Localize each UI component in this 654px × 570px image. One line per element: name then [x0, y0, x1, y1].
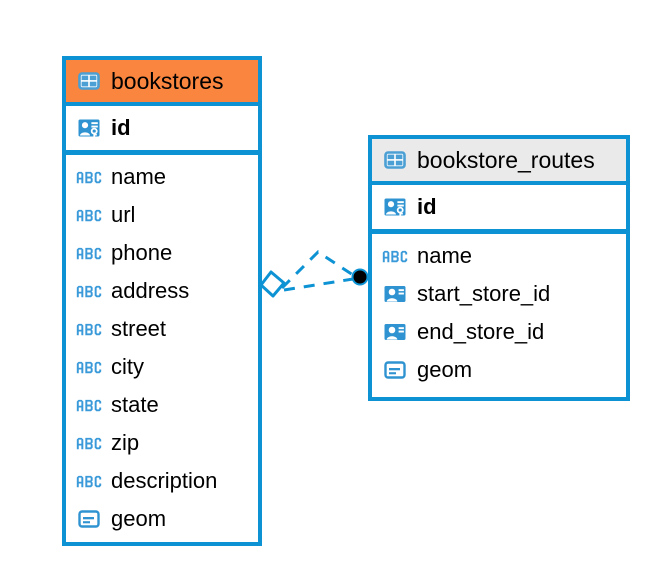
- field-row-address[interactable]: address: [66, 272, 258, 310]
- table-title: bookstores: [111, 67, 224, 94]
- relationship-line-lower: [283, 277, 354, 292]
- field-label: geom: [417, 357, 473, 382]
- geometry-icon: [76, 506, 102, 532]
- filled-circle-marker: [351, 268, 369, 286]
- field-label: phone: [111, 240, 173, 265]
- field-label: description: [111, 468, 218, 493]
- field-row-zip[interactable]: zip: [66, 424, 258, 462]
- field-label: name: [417, 243, 473, 268]
- table-icon: [382, 147, 408, 173]
- field-row-id[interactable]: id: [372, 185, 626, 229]
- abc-text-icon: [76, 392, 102, 418]
- field-list-bookstores: name url: [66, 155, 258, 542]
- table-header-bookstores[interactable]: bookstores: [66, 60, 258, 106]
- field-label: start_store_id: [417, 281, 551, 306]
- field-row-street[interactable]: street: [66, 310, 258, 348]
- table-title: bookstore_routes: [417, 146, 595, 173]
- field-label: zip: [111, 430, 140, 455]
- abc-text-icon: [76, 240, 102, 266]
- field-label: name: [111, 164, 167, 189]
- primary-key-icon: [76, 115, 102, 141]
- field-list-bookstore-routes: name start_store_id: [372, 234, 626, 393]
- field-row-phone[interactable]: phone: [66, 234, 258, 272]
- field-row-end-store-id[interactable]: end_store_id: [372, 313, 626, 351]
- diamond-open-marker: [259, 270, 286, 298]
- abc-text-icon: [76, 278, 102, 304]
- table-header-bookstore-routes[interactable]: bookstore_routes: [372, 139, 626, 185]
- field-row-state[interactable]: state: [66, 386, 258, 424]
- abc-text-icon: [76, 468, 102, 494]
- field-label: end_store_id: [417, 319, 545, 344]
- field-row-description[interactable]: description: [66, 462, 258, 500]
- abc-text-icon: [76, 316, 102, 342]
- field-label: city: [111, 354, 144, 379]
- field-label: street: [111, 316, 167, 341]
- field-row-geom[interactable]: geom: [66, 500, 258, 538]
- table-bookstore-routes[interactable]: bookstore_routes id: [368, 135, 630, 401]
- abc-text-icon: [76, 202, 102, 228]
- abc-text-icon: [76, 164, 102, 190]
- field-row-name[interactable]: name: [66, 158, 258, 196]
- primary-key-block-bookstores: id: [66, 106, 258, 155]
- field-label: geom: [111, 506, 167, 531]
- field-row-city[interactable]: city: [66, 348, 258, 386]
- table-bookstores[interactable]: bookstores id: [62, 56, 262, 546]
- foreign-key-icon: [382, 319, 408, 345]
- field-label: address: [111, 278, 190, 303]
- field-label: id: [111, 115, 131, 140]
- relationship-line-upper: [280, 250, 357, 290]
- abc-text-icon: [76, 430, 102, 456]
- field-label: url: [111, 202, 136, 227]
- field-row-name[interactable]: name: [372, 237, 626, 275]
- field-row-url[interactable]: url: [66, 196, 258, 234]
- geometry-icon: [382, 357, 408, 383]
- abc-text-icon: [382, 243, 408, 269]
- field-row-geom[interactable]: geom: [372, 351, 626, 389]
- primary-key-icon: [382, 194, 408, 220]
- field-label: id: [417, 194, 437, 219]
- abc-text-icon: [76, 354, 102, 380]
- field-row-start-store-id[interactable]: start_store_id: [372, 275, 626, 313]
- table-icon: [76, 68, 102, 94]
- field-row-id[interactable]: id: [66, 106, 258, 150]
- field-label: state: [111, 392, 159, 417]
- primary-key-block-bookstore-routes: id: [372, 185, 626, 234]
- foreign-key-icon: [382, 281, 408, 307]
